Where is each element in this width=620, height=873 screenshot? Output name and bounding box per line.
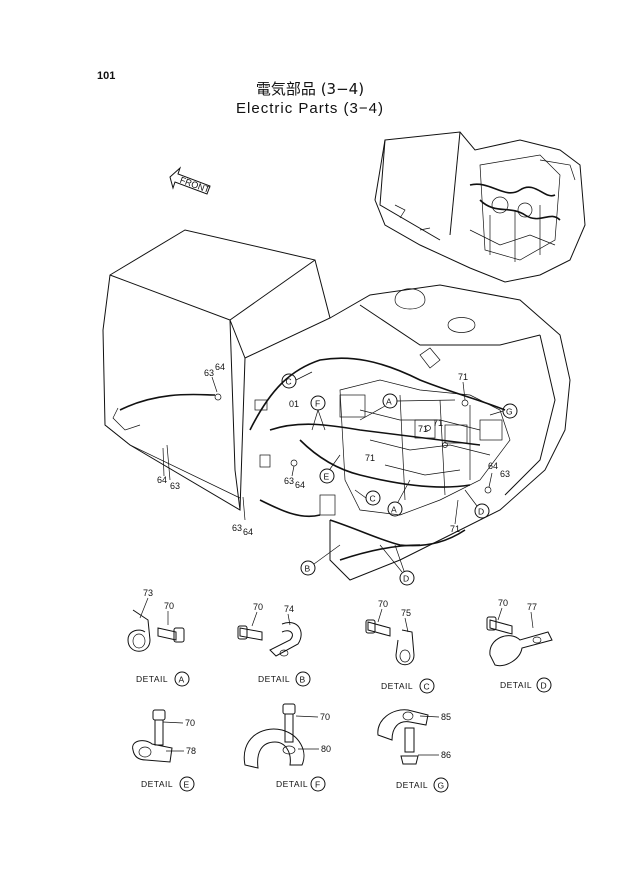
part-number: 86: [441, 750, 451, 760]
part-number: 78: [186, 746, 196, 756]
callout-C: C: [370, 494, 376, 504]
detail-label: DETAIL: [136, 674, 168, 684]
page-number: 101: [97, 70, 116, 82]
callout-63: 63: [204, 368, 214, 378]
callout-F: F: [315, 399, 320, 409]
detail-label: DETAIL: [276, 779, 308, 789]
part-number: 70: [185, 718, 195, 728]
detail-d: 70 77 DETAIL D: [486, 598, 553, 693]
detail-key: D: [541, 681, 547, 691]
callout-71: 71: [418, 424, 428, 434]
callout-C: C: [286, 377, 292, 387]
detail-key: G: [438, 781, 445, 791]
callout-63: 63: [284, 476, 294, 486]
title-japanese: 電気部品 (3−4): [255, 80, 365, 98]
detail-b: 70 74 DETAIL B: [237, 602, 311, 687]
detail-key: F: [315, 780, 320, 790]
callout-D: D: [478, 507, 484, 517]
part-number: 70: [320, 712, 330, 722]
detail-key: A: [179, 675, 185, 685]
main-assembly: [102, 229, 571, 581]
part-number: 75: [401, 608, 411, 618]
callout-63: 63: [232, 523, 242, 533]
callout-71: 71: [365, 453, 375, 463]
detail-g: 85 86 DETAIL G: [377, 709, 451, 793]
detail-e: 70 78 DETAIL E: [132, 709, 196, 792]
callout-64: 64: [243, 527, 253, 537]
detail-label: DETAIL: [141, 779, 173, 789]
detail-a: 73 70 DETAIL A: [127, 588, 190, 687]
part-number: 85: [441, 712, 451, 722]
part-number: 73: [143, 588, 153, 598]
callout-71: 71: [458, 372, 468, 382]
callout-A: A: [391, 505, 397, 515]
detail-label: DETAIL: [500, 680, 532, 690]
callout-01: 01: [289, 399, 299, 409]
detail-f: 70 80 DETAIL F: [243, 703, 331, 792]
part-number: 77: [527, 602, 537, 612]
callout-E: E: [324, 472, 330, 482]
detail-label: DETAIL: [381, 681, 413, 691]
callout-B: B: [305, 564, 311, 574]
front-arrow: FRONT: [169, 166, 212, 195]
callout-63: 63: [170, 481, 180, 491]
detail-label: DETAIL: [396, 780, 428, 790]
callout-71: 71: [433, 418, 443, 428]
title-english: Electric Parts (3−4): [236, 100, 384, 117]
inset-rear-view: [374, 131, 586, 283]
callout-71: 71: [450, 524, 460, 534]
callout-63: 63: [500, 469, 510, 479]
detail-c: 70 75 DETAIL C: [365, 599, 435, 694]
callout-G: G: [506, 407, 513, 417]
part-number: 74: [284, 604, 294, 614]
callout-A: A: [386, 397, 392, 407]
callout-64: 64: [215, 362, 225, 372]
part-number: 70: [164, 601, 174, 611]
callout-64: 64: [157, 475, 167, 485]
callout-64: 64: [295, 480, 305, 490]
callout-64: 64: [488, 461, 498, 471]
detail-key: E: [184, 780, 190, 790]
callout-D: D: [403, 574, 409, 584]
detail-key: B: [300, 675, 306, 685]
part-number: 70: [378, 599, 388, 609]
front-label: FRONT: [179, 175, 212, 195]
detail-label: DETAIL: [258, 674, 290, 684]
callouts: 63 64 64 63 63 64 63 64 64 63 01 71 71 7…: [157, 362, 518, 586]
part-number: 70: [253, 602, 263, 612]
part-number: 80: [321, 744, 331, 754]
detail-key: C: [424, 682, 430, 692]
part-number: 70: [498, 598, 508, 608]
